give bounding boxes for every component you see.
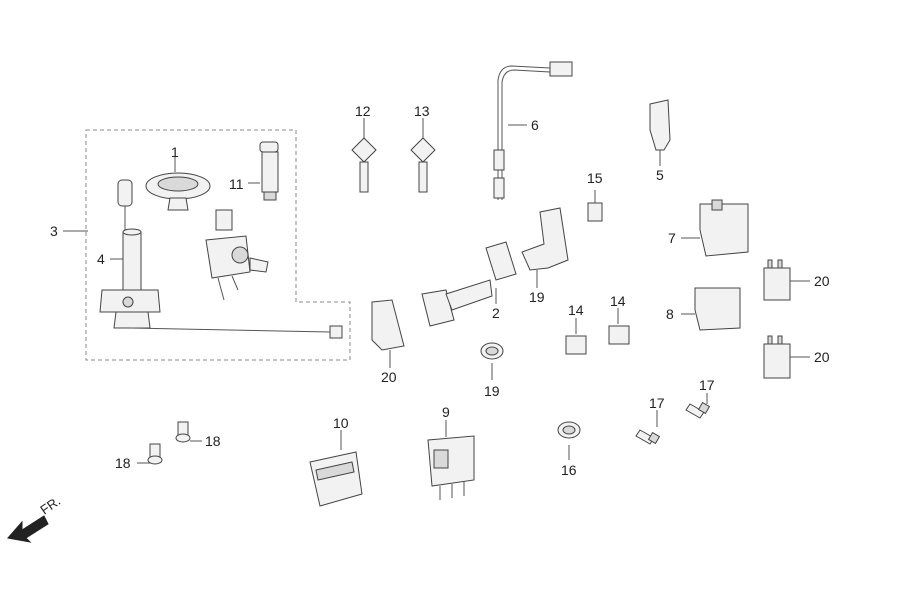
fuse-part: [609, 326, 629, 344]
callout-10: 10: [333, 415, 349, 431]
callout-20c: 20: [814, 349, 830, 365]
coupler-part: [422, 242, 516, 326]
seat-lock-part: [260, 142, 278, 200]
callout-9: 9: [442, 404, 450, 420]
callout-4: 4: [97, 251, 105, 267]
rubber-boot-part: [522, 208, 568, 270]
callout-16: 16: [561, 462, 577, 478]
cover-part: [695, 288, 740, 330]
assembly-group-outline: [86, 130, 350, 360]
bolt-part: [636, 430, 659, 444]
sensor-part: [494, 62, 572, 200]
callout-3: 3: [50, 223, 58, 239]
connector-part: [588, 203, 602, 221]
callout-8: 8: [666, 306, 674, 322]
relay-part: [764, 336, 790, 378]
callout-14b: 14: [610, 293, 626, 309]
callout-19b: 19: [484, 383, 500, 399]
clip-part: [310, 452, 362, 506]
callout-1: 1: [171, 144, 179, 160]
fuse-part: [566, 336, 586, 354]
coupler-part: [372, 300, 404, 350]
callout-17a: 17: [649, 395, 665, 411]
callout-17b: 17: [699, 377, 715, 393]
clamp-part: [558, 422, 580, 438]
callout-19a: 19: [529, 289, 545, 305]
front-direction-arrow-icon: [8, 516, 48, 542]
fuel-cap-part: [146, 173, 210, 210]
callout-15: 15: [587, 170, 603, 186]
callout-18a: 18: [115, 455, 131, 471]
callout-2: 2: [492, 305, 500, 321]
key-part: [352, 138, 376, 192]
callout-11: 11: [229, 176, 244, 192]
relay-housing-part: [700, 200, 748, 256]
callout-14a: 14: [568, 302, 584, 318]
leader-lines: [63, 118, 810, 463]
callout-12: 12: [355, 103, 371, 119]
callout-6: 6: [531, 117, 539, 133]
relay-part: [764, 260, 790, 300]
screw-part: [148, 444, 162, 464]
bracket-part: [650, 100, 670, 150]
lock-mechanism-part: [206, 210, 268, 300]
callout-7: 7: [668, 230, 676, 246]
callout-18b: 18: [205, 433, 221, 449]
callout-20b: 20: [814, 273, 830, 289]
flasher-unit-part: [428, 436, 474, 500]
ignition-switch-part: [100, 180, 342, 338]
callout-20a: 20: [381, 369, 397, 385]
callout-5: 5: [656, 167, 664, 183]
key-part: [411, 138, 435, 192]
bolt-part: [686, 403, 709, 418]
clamp-part: [481, 343, 503, 359]
screw-part: [176, 422, 190, 442]
callout-13: 13: [414, 103, 430, 119]
